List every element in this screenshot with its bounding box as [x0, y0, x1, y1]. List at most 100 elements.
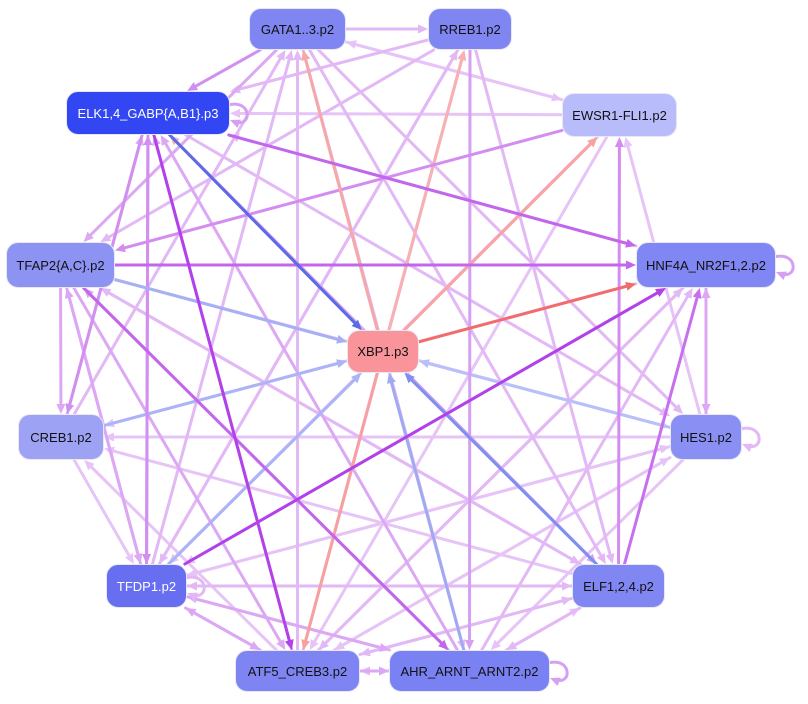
- edge-arrowhead: [104, 432, 114, 442]
- edge-tfdp-to-hnf: [183, 288, 666, 566]
- edge-ahr-to-hnf: [480, 288, 693, 652]
- edge-arrowhead: [701, 404, 711, 414]
- edge-arrowhead: [438, 639, 449, 650]
- node-ewsr1-fli1[interactable]: EWSR1-FLI1.p2: [562, 93, 677, 137]
- edge-line: [358, 598, 566, 656]
- edge-rreb-to-ahr: [465, 48, 475, 650]
- edge-line: [387, 56, 464, 332]
- edge-arrowhead: [185, 608, 197, 617]
- edge-creb-to-xbp: [102, 359, 347, 428]
- edge-line: [332, 460, 665, 652]
- edge-tfdp-to-rreb: [157, 50, 458, 566]
- edge-line: [191, 610, 262, 652]
- edge-line: [184, 133, 665, 414]
- edge-arrowhead: [309, 639, 319, 650]
- node-tfap2[interactable]: TFAP2{A,C}.p2: [6, 242, 115, 288]
- edge-elk-to-xbp: [168, 133, 362, 330]
- node-hnf4a-nr2f1-2[interactable]: HNF4A_NR2F1,2.p2: [636, 242, 776, 288]
- edge-line: [236, 111, 564, 117]
- edge-gata-to-elf: [308, 48, 606, 564]
- node-tfdp1[interactable]: TFDP1.p2: [106, 564, 187, 608]
- edge-arrowhead: [623, 137, 633, 148]
- edge-arrowhead: [143, 135, 153, 146]
- edge-arrowhead: [692, 288, 702, 299]
- self-loop-elk: [227, 102, 249, 128]
- edge-line: [303, 56, 379, 332]
- self-loop-arrowhead: [742, 443, 753, 452]
- edge-line: [511, 606, 582, 648]
- edge-line: [408, 377, 598, 566]
- edge-arrowhead: [284, 50, 294, 61]
- edge-line: [72, 458, 132, 559]
- edge-hes-to-xbp: [419, 359, 672, 429]
- node-elf1-2-4[interactable]: ELF1,2,4.p2: [572, 564, 665, 608]
- edge-line: [494, 458, 685, 646]
- node-elk1-4-gabp[interactable]: ELK1,4_GABP{A,B1}.p3: [66, 91, 230, 135]
- node-label: RREB1.p2: [439, 21, 501, 37]
- edge-xbp-to-rreb: [387, 50, 467, 332]
- edge-arrowhead: [301, 50, 310, 61]
- node-label: GATA1..3.p2: [260, 21, 335, 37]
- node-atf5-creb3[interactable]: ATF5_CREB3.p2: [235, 650, 360, 692]
- edge-arrowhead: [626, 260, 636, 270]
- edge-tfap-to-atf: [72, 286, 286, 650]
- node-hes1[interactable]: HES1.p2: [670, 414, 742, 460]
- edge-line: [150, 56, 292, 566]
- edge-elf-to-hnf: [622, 288, 702, 566]
- edge-elf-to-xbp: [404, 373, 598, 566]
- edge-arrowhead: [64, 288, 74, 299]
- edge-line: [425, 361, 672, 429]
- edge-line: [617, 143, 621, 566]
- edge-arrowhead: [351, 319, 362, 330]
- node-label: HES1.p2: [679, 429, 733, 445]
- edge-line: [105, 48, 436, 240]
- edge-line: [152, 133, 292, 644]
- node-label: CREB1.p2: [30, 429, 92, 445]
- edge-line: [82, 286, 445, 646]
- edge-line: [192, 48, 262, 89]
- edge-arrowhead: [56, 403, 66, 414]
- self-loop-ahr: [547, 660, 569, 686]
- edge-creb-to-tfdp: [72, 458, 134, 564]
- edge-gata-to-elk: [187, 48, 262, 91]
- node-ahr-arnt-arnt2[interactable]: AHR_ARNT_ARNT2.p2: [389, 650, 550, 692]
- node-label: AHR_ARNT_ARNT2.p2: [400, 663, 539, 679]
- edge-arrowhead: [378, 643, 390, 652]
- edge-rreb-to-tfap: [100, 48, 436, 242]
- edge-arrowhead: [551, 92, 562, 102]
- edge-arrowhead: [387, 373, 396, 384]
- edge-line: [622, 294, 700, 566]
- edge-arrowhead: [187, 82, 199, 91]
- edge-ewsr-to-atf: [309, 135, 609, 650]
- edge-line: [145, 141, 150, 566]
- node-rreb1[interactable]: RREB1.p2: [428, 8, 512, 50]
- node-xbp1[interactable]: XBP1.p3: [347, 330, 419, 373]
- edge-line: [67, 294, 143, 566]
- edge-arrowhead: [457, 50, 467, 61]
- edge-arrowhead: [301, 639, 311, 650]
- node-label: HNF4A_NR2F1,2.p2: [646, 257, 766, 273]
- edge-elk-to-atf: [152, 133, 294, 650]
- edge-elk-to-hnf: [227, 133, 636, 248]
- edge-atf-to-elf: [358, 596, 572, 656]
- edge-arrowhead: [100, 233, 112, 242]
- edge-arrowhead: [654, 288, 666, 297]
- edge-xbp-to-atf: [301, 371, 379, 650]
- node-label: ELK1,4_GABP{A,B1}.p3: [77, 105, 219, 121]
- edge-tfdp-to-elk: [143, 135, 153, 566]
- edge-atf-to-hnf: [317, 288, 683, 652]
- edge-arrowhead: [293, 50, 302, 60]
- self-loop-path: [739, 426, 761, 449]
- node-label: TFAP2{A,C}.p2: [16, 257, 105, 273]
- edge-line: [474, 48, 613, 558]
- edge-ahr-to-xbp: [387, 373, 466, 652]
- edge-atf-to-ahr: [358, 666, 389, 676]
- node-creb1[interactable]: CREB1.p2: [18, 414, 104, 460]
- edge-arrowhead: [506, 641, 518, 650]
- edge-arrowhead: [276, 50, 286, 61]
- edge-hes-to-ahr: [490, 458, 685, 650]
- node-gata1-3[interactable]: GATA1..3.p2: [249, 8, 346, 50]
- edge-line: [113, 278, 341, 342]
- node-label: EWSR1-FLI1.p2: [572, 107, 667, 123]
- edge-xbp-to-gata: [301, 50, 379, 332]
